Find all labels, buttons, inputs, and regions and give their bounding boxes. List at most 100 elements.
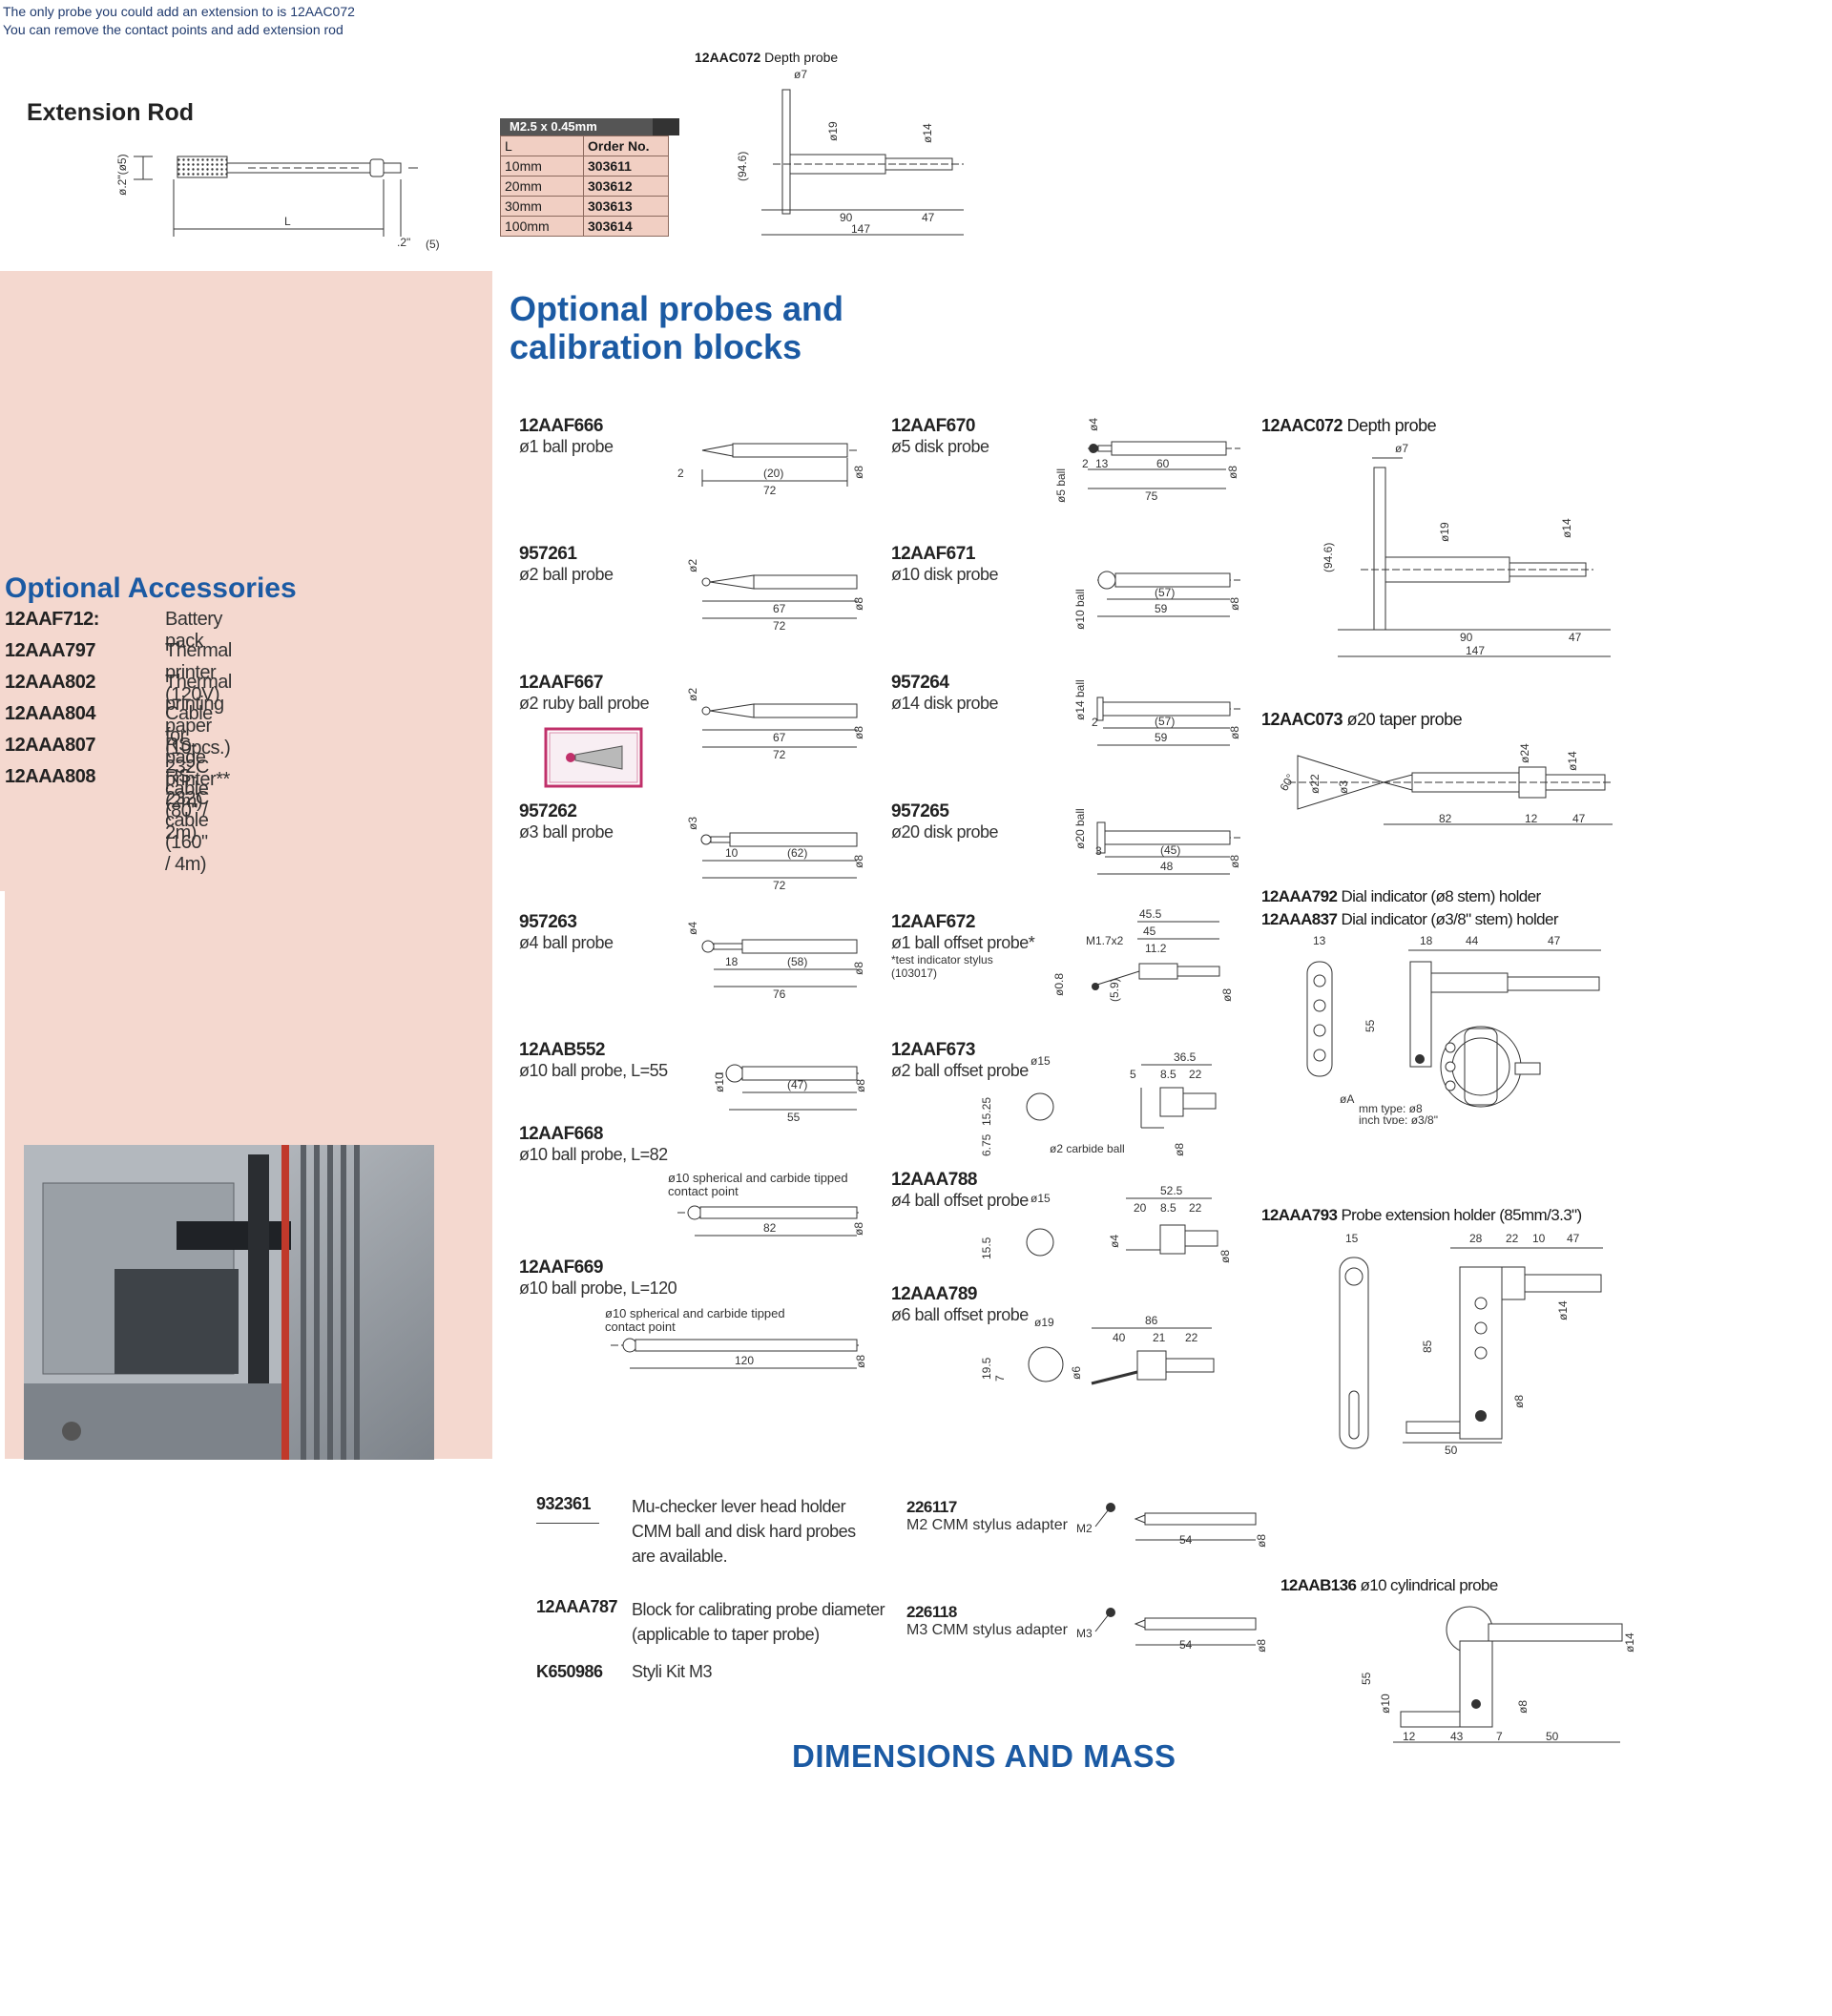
- probe-12AAA793: 12AAA793 Probe extension holder (85mm/3.…: [1261, 1206, 1582, 1225]
- order-cell: 100mm: [500, 216, 584, 237]
- accessory-code: 12AAA804: [5, 703, 95, 724]
- dim-label: 67: [773, 731, 786, 744]
- drawing-957264: ø14 ball 2 (57) 59 ø8: [1073, 679, 1241, 768]
- dim-label: ø2 carbide ball: [1050, 1142, 1125, 1155]
- dim-label: 75: [1145, 489, 1158, 503]
- order-cell: 303613: [583, 196, 669, 217]
- dim-label: 3: [1095, 844, 1102, 858]
- probe-name: ø2 ball offset probe: [891, 1061, 1029, 1080]
- probe-code: 12AAC072: [1261, 416, 1343, 435]
- item-desc: Styli Kit M3: [632, 1662, 713, 1681]
- probe-name: Dial indicator (ø3/8" stem) holder: [1341, 910, 1558, 928]
- probe-code: 12AAF670: [891, 416, 975, 436]
- dim-label: 28: [1469, 1232, 1483, 1245]
- dim-label: 44: [1466, 934, 1479, 947]
- probe-code: 12AAF667: [519, 673, 603, 693]
- dim-label: ø8: [1220, 988, 1234, 1002]
- order-cell: 303611: [583, 156, 669, 177]
- dim-label: ø10: [713, 1072, 726, 1092]
- probe-code: 12AAA837: [1261, 910, 1338, 928]
- probe-12AAF671: 12AAF671 ø10 disk probe: [891, 544, 999, 585]
- probe-12AAF669-note: ø10 spherical and carbide tipped contact…: [605, 1306, 785, 1334]
- probe-957261: 957261 ø2 ball probe: [519, 544, 614, 585]
- drawing-226117: M2 54 ø8: [1076, 1503, 1267, 1548]
- dim-label: ø8: [1512, 1395, 1526, 1408]
- extension-rod-drawing: ø.2"(ø5) L .2" (5): [115, 154, 440, 251]
- dim-label: 36.5: [1174, 1050, 1197, 1064]
- dim-label: 54: [1179, 1533, 1193, 1547]
- dim-label: 8.5: [1160, 1201, 1176, 1215]
- dim-label: 43: [1450, 1730, 1464, 1743]
- dim-label: 8.5: [1160, 1068, 1176, 1081]
- dim-label: 52.5: [1160, 1184, 1183, 1197]
- probe-code: 12AAA793: [1261, 1206, 1338, 1224]
- dim-label: 18: [1420, 934, 1433, 947]
- note-line-1: The only probe you could add an extensio…: [3, 4, 355, 19]
- probe-name: ø2 ball probe: [519, 565, 614, 584]
- probe-code: 12AAF666: [519, 416, 603, 436]
- dim-label: 85: [1421, 1340, 1434, 1353]
- probe-in-use-photo: [24, 1145, 434, 1460]
- dim-label: (62): [787, 846, 807, 860]
- dim-label: ø15: [1030, 1054, 1051, 1068]
- dim-label: ø8: [852, 726, 865, 739]
- probe-12AAB552: 12AAB552 ø10 ball probe, L=55: [519, 1040, 668, 1081]
- dim-label: 22: [1189, 1068, 1202, 1081]
- dim-label: ø14: [1560, 518, 1573, 538]
- dim-label: ø8: [852, 466, 865, 479]
- probe-12AAF670: 12AAF670 ø5 disk probe: [891, 416, 989, 457]
- probe-name: ø4 ball offset probe: [891, 1191, 1029, 1210]
- adapter-code: 226117: [906, 1498, 957, 1516]
- dim-label: (94.6): [736, 152, 749, 181]
- probe-name: ø2 ruby ball probe: [519, 694, 650, 713]
- drawing-226118: M3 54 ø8: [1076, 1608, 1267, 1652]
- dim-label: ø8: [1255, 1639, 1267, 1652]
- dim-label: 45.5: [1139, 907, 1162, 921]
- dim-label: ø22: [1308, 774, 1322, 794]
- dim-label: 147: [1466, 644, 1485, 657]
- dim-label: ø8: [1516, 1700, 1530, 1714]
- probe-name: ø10 ball probe, L=55: [519, 1061, 668, 1080]
- order-cell: 303614: [583, 216, 669, 237]
- dim-label: 7: [993, 1375, 1007, 1382]
- dim-label: 86: [1145, 1314, 1158, 1327]
- dim-label: 60: [1156, 457, 1170, 470]
- probe-name: ø1 ball offset probe*: [891, 933, 1035, 952]
- probe-code: 12AAA792: [1261, 887, 1338, 905]
- dim-label: ø8: [1173, 1143, 1186, 1156]
- probe-name: ø20 disk probe: [891, 822, 999, 842]
- extension-rod-title: Extension Rod: [27, 99, 195, 126]
- dim-label: 45: [1143, 925, 1156, 938]
- probe-name: Depth probe: [1346, 416, 1437, 435]
- dim-label: 82: [1439, 812, 1452, 825]
- probe-name: ø10 cylindrical probe: [1360, 1576, 1498, 1594]
- accessory-code: 12AAA808: [5, 766, 95, 787]
- dim-label: (47): [787, 1078, 807, 1091]
- ruby-ball-photo: [544, 727, 643, 788]
- drawing-12AAA789: ø19 86 40 21 22 19.5 7 ø6: [980, 1314, 1250, 1408]
- dim-label: 10: [725, 846, 739, 860]
- dim-label: 10: [1532, 1232, 1546, 1245]
- order-cell: 10mm: [500, 156, 584, 177]
- dim-label: ø8: [1226, 466, 1239, 479]
- probe-code: 12AAF671: [891, 544, 975, 564]
- drawing-12AAB136: 55 ø10 ø8 ø14 12 43 7 50: [1360, 1599, 1636, 1743]
- dim-label: ø10 ball: [1073, 589, 1087, 630]
- dim-label: 47: [1567, 1232, 1580, 1245]
- dim-label: ø4: [1087, 418, 1100, 431]
- item-desc-line: Mu-checker lever head holder: [632, 1497, 846, 1516]
- drawing-957262: ø3 10 (62) 72 ø8: [686, 817, 865, 892]
- accessory-code: 12AAA797: [5, 640, 95, 661]
- dim-label: 47: [1548, 934, 1561, 947]
- dim-label: ø19: [826, 121, 840, 141]
- dim-label: 90: [840, 211, 853, 224]
- drawing-12AAF667: ø2 67 72 ø8: [686, 688, 865, 761]
- dim-label: 55: [787, 1111, 801, 1124]
- top-depth-probe-name: Depth probe: [764, 50, 839, 65]
- item-desc: Block for calibrating probe diameter (ap…: [632, 1597, 947, 1647]
- dim-label: ø15: [1030, 1192, 1051, 1205]
- dim-label: ø14: [921, 123, 934, 143]
- probe-12AAF672: 12AAF672 ø1 ball offset probe* *test ind…: [891, 912, 1035, 980]
- probe-957263: 957263 ø4 ball probe: [519, 912, 614, 953]
